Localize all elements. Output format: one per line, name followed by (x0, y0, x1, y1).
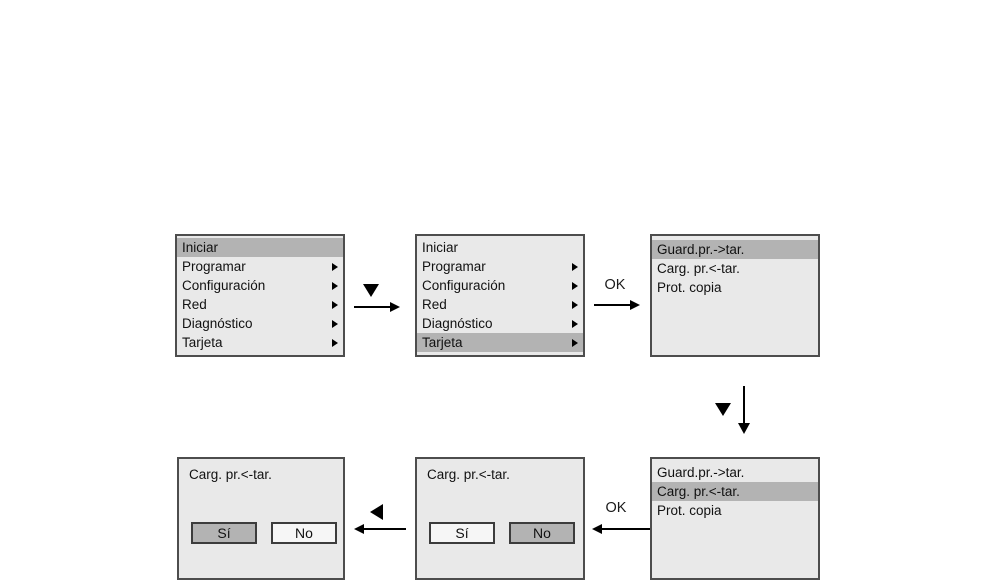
cursor-left-key-icon (370, 504, 383, 520)
menu-item-tarjeta[interactable]: Tarjeta (177, 333, 343, 352)
dialog-title: Carg. pr.<-tar. (189, 467, 272, 482)
menu-item-label: Carg. pr.<-tar. (657, 261, 740, 276)
flow-arrow-down-icon (738, 386, 750, 434)
menu-item-label: Guard.pr.->tar. (657, 242, 745, 257)
menu-item-diagnostico[interactable]: Diagnóstico (177, 314, 343, 333)
menu-item-programar[interactable]: Programar (417, 257, 583, 276)
menu-item-label: Tarjeta (182, 335, 223, 350)
menu-item-label: Programar (422, 259, 486, 274)
menu-list: Guard.pr.->tar. Carg. pr.<-tar. Prot. co… (652, 236, 818, 297)
menu-list: Guard.pr.->tar. Carg. pr.<-tar. Prot. co… (652, 459, 818, 520)
menu-item-label: Iniciar (182, 240, 219, 255)
menu-item-prot-copia[interactable]: Prot. copia (652, 278, 818, 297)
menu-item-programar[interactable]: Programar (177, 257, 343, 276)
dialog-title: Carg. pr.<-tar. (427, 467, 510, 482)
submenu-arrow-icon (332, 262, 338, 271)
menu-item-configuracion[interactable]: Configuración (417, 276, 583, 295)
menu-item-label: Prot. copia (657, 280, 722, 295)
menu-item-diagnostico[interactable]: Diagnóstico (417, 314, 583, 333)
cursor-down-key-icon (363, 284, 379, 297)
ok-key-label: OK (604, 277, 626, 293)
lcd-screen-card-menu-1: Guard.pr.->tar. Carg. pr.<-tar. Prot. co… (650, 234, 820, 357)
menu-item-red[interactable]: Red (417, 295, 583, 314)
menu-item-label: Red (182, 297, 207, 312)
submenu-arrow-icon (572, 300, 578, 309)
menu-item-label: Configuración (422, 278, 506, 293)
menu-item-label: Configuración (182, 278, 266, 293)
submenu-arrow-icon (572, 281, 578, 290)
menu-item-label: Guard.pr.->tar. (657, 465, 745, 480)
flow-arrow-right-icon (354, 302, 400, 312)
menu-list: Iniciar Programar Configuración Red Diag… (177, 236, 343, 352)
menu-item-label: Diagnóstico (182, 316, 253, 331)
lcd-screen-card-menu-2: Guard.pr.->tar. Carg. pr.<-tar. Prot. co… (650, 457, 820, 580)
submenu-arrow-icon (572, 338, 578, 347)
lcd-screen-load-dialog-no: Carg. pr.<-tar. Sí No (415, 457, 585, 580)
lcd-screen-load-dialog-yes: Carg. pr.<-tar. Sí No (177, 457, 345, 580)
menu-item-cargar-prog[interactable]: Carg. pr.<-tar. (652, 482, 818, 501)
menu-item-cargar-prog[interactable]: Carg. pr.<-tar. (652, 259, 818, 278)
menu-item-tarjeta[interactable]: Tarjeta (417, 333, 583, 352)
menu-item-red[interactable]: Red (177, 295, 343, 314)
menu-item-prot-copia[interactable]: Prot. copia (652, 501, 818, 520)
menu-item-iniciar[interactable]: Iniciar (177, 238, 343, 257)
menu-item-label: Programar (182, 259, 246, 274)
flow-arrow-right-icon (594, 300, 640, 310)
ok-key-label: OK (605, 500, 627, 516)
cursor-down-key-icon (715, 403, 731, 416)
submenu-arrow-icon (332, 281, 338, 290)
no-button[interactable]: No (509, 522, 575, 544)
lcd-screen-main-menu-1: Iniciar Programar Configuración Red Diag… (175, 234, 345, 357)
yes-button[interactable]: Sí (429, 522, 495, 544)
menu-item-label: Diagnóstico (422, 316, 493, 331)
no-button[interactable]: No (271, 522, 337, 544)
lcd-screen-main-menu-2: Iniciar Programar Configuración Red Diag… (415, 234, 585, 357)
menu-item-guardar-prog[interactable]: Guard.pr.->tar. (652, 240, 818, 259)
menu-item-guardar-prog[interactable]: Guard.pr.->tar. (652, 463, 818, 482)
menu-item-label: Iniciar (422, 240, 459, 255)
menu-item-label: Prot. copia (657, 503, 722, 518)
menu-item-configuracion[interactable]: Configuración (177, 276, 343, 295)
yes-button[interactable]: Sí (191, 522, 257, 544)
menu-item-label: Red (422, 297, 447, 312)
submenu-arrow-icon (332, 319, 338, 328)
submenu-arrow-icon (332, 300, 338, 309)
submenu-arrow-icon (332, 338, 338, 347)
submenu-arrow-icon (572, 319, 578, 328)
menu-item-label: Tarjeta (422, 335, 463, 350)
menu-item-label: Carg. pr.<-tar. (657, 484, 740, 499)
flow-arrow-left-icon (354, 524, 406, 534)
submenu-arrow-icon (572, 262, 578, 271)
menu-item-iniciar[interactable]: Iniciar (417, 238, 583, 257)
menu-list: Iniciar Programar Configuración Red Diag… (417, 236, 583, 352)
flow-arrow-left-icon (592, 524, 650, 534)
